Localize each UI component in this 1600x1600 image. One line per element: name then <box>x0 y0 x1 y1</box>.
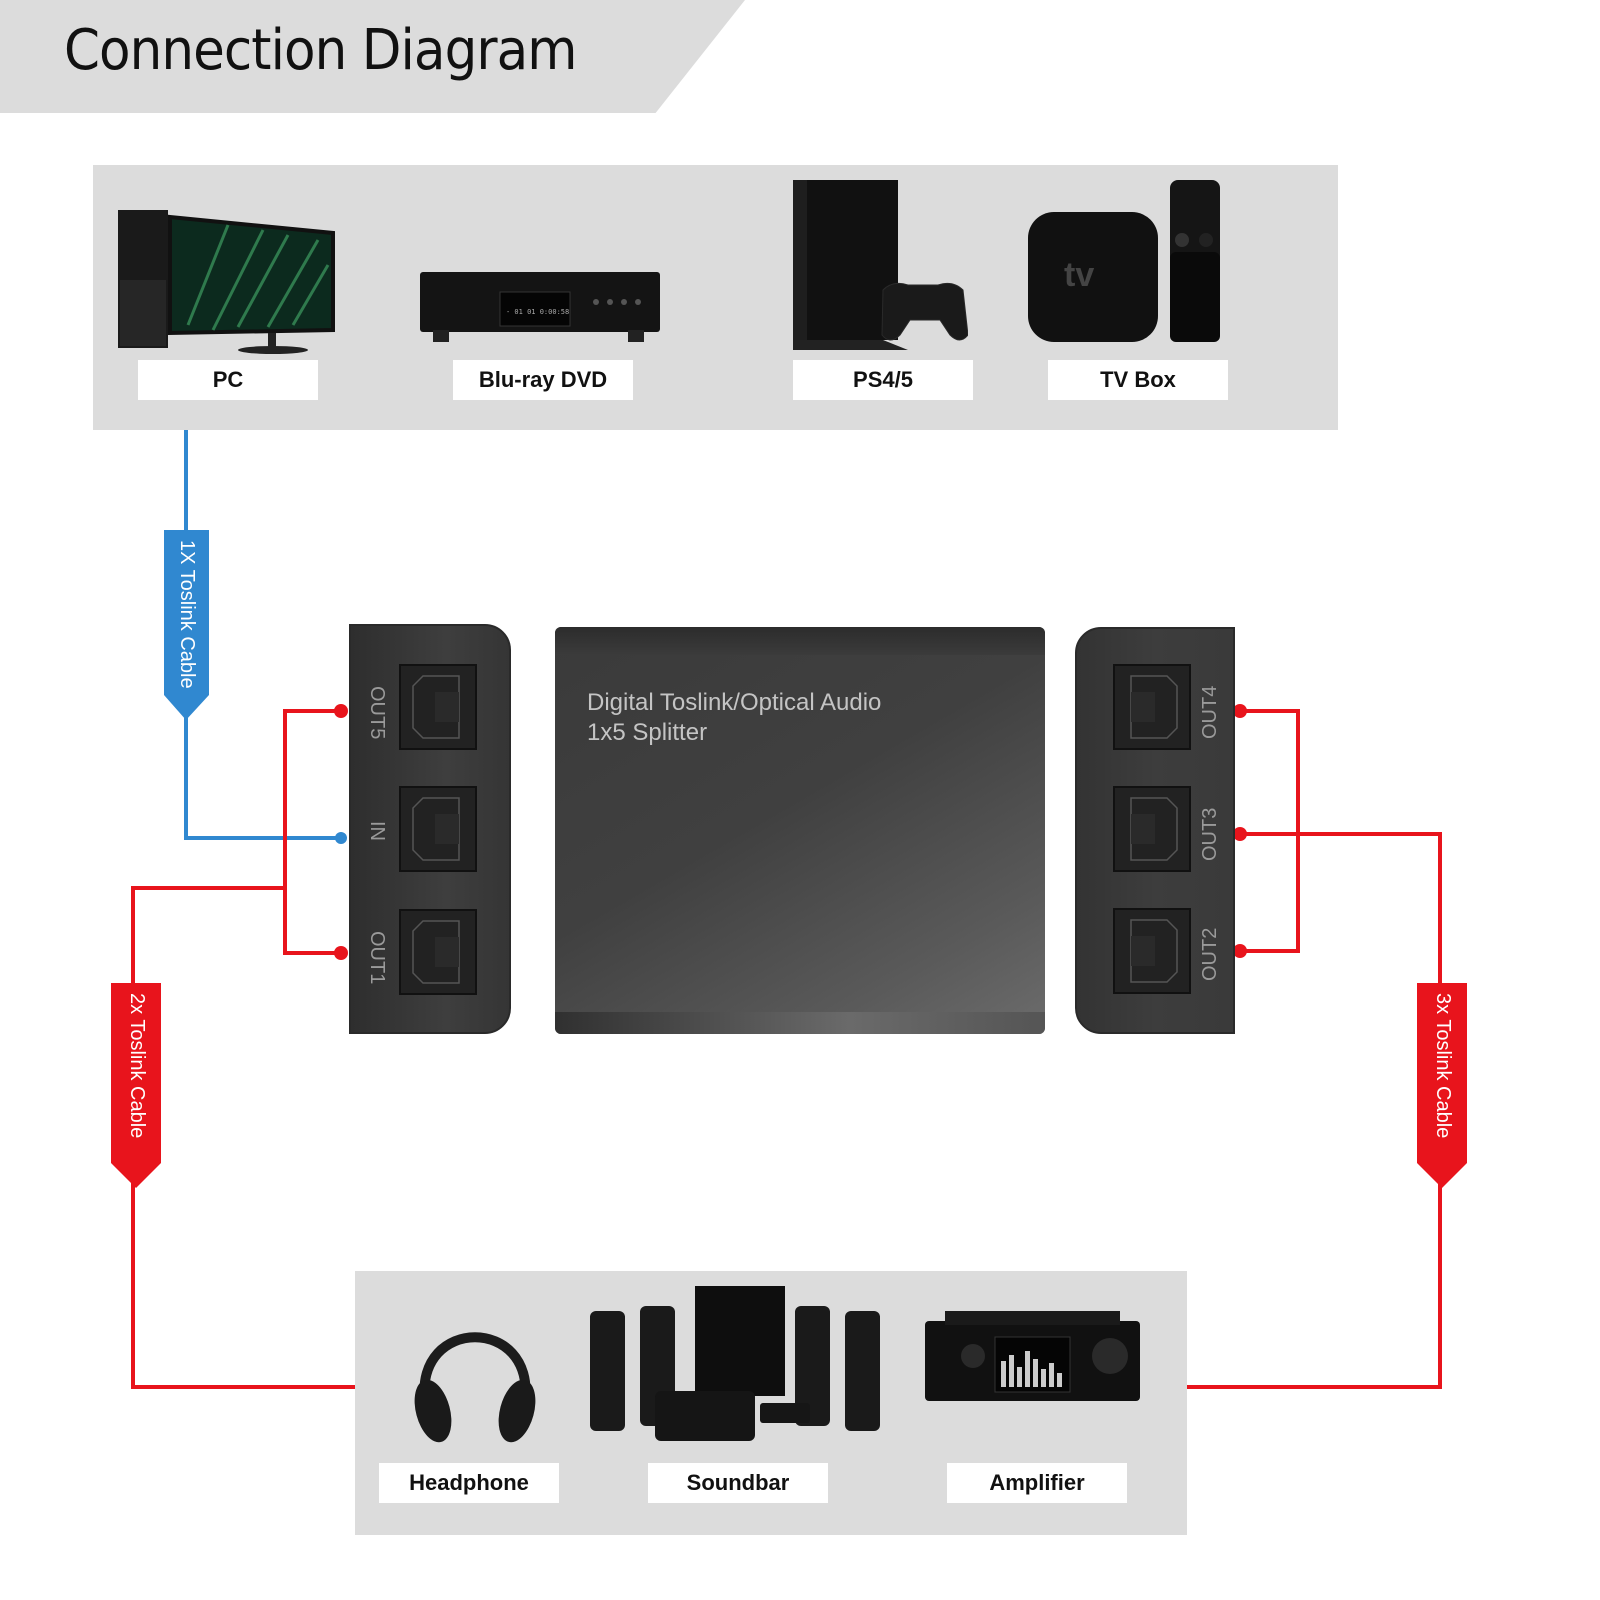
out3-connector <box>1233 827 1247 841</box>
amplifier-icon <box>925 1311 1140 1401</box>
splitter-main-body: Digital Toslink/Optical Audio 1x5 Splitt… <box>555 627 1045 1034</box>
port-out1[interactable] <box>399 909 477 995</box>
port-out3[interactable] <box>1113 786 1191 872</box>
game-console-icon <box>793 180 968 350</box>
port-label-out1: OUT1 <box>366 931 388 985</box>
input-cable-label: 1X Toslink Cable <box>176 540 198 689</box>
svg-text:- 01 01 0:00:58: - 01 01 0:00:58 <box>506 308 569 316</box>
body-bottom-edge <box>555 1012 1045 1034</box>
port-out4[interactable] <box>1113 664 1191 750</box>
output-label-headphone: Headphone <box>379 1463 559 1503</box>
out2-connector <box>1233 944 1247 958</box>
body-top-edge <box>555 627 1045 655</box>
left-output-cable-line <box>131 886 355 1389</box>
port-label-out2: OUT2 <box>1199 927 1221 981</box>
output-devices-panel: Headphone Soundbar Amplifier <box>355 1271 1187 1535</box>
input-cable-tag: 1X Toslink Cable <box>164 530 209 720</box>
speaker-system-icon <box>590 1286 880 1441</box>
splitter-left-side: OUT5 IN OUT1 <box>349 624 511 1034</box>
splitter-title: Digital Toslink/Optical Audio 1x5 Splitt… <box>587 688 881 748</box>
right-output-cable-tag: 3x Toslink Cable <box>1417 983 1467 1188</box>
left-output-cable-label: 2x Toslink Cable <box>126 993 148 1139</box>
right-output-cable-bracket <box>1240 709 1300 953</box>
out5-connector <box>334 704 348 718</box>
port-label-out3: OUT3 <box>1199 807 1221 861</box>
splitter-right-side: OUT4 OUT3 OUT2 <box>1075 627 1235 1034</box>
tv-box-icon: tv <box>1028 180 1220 342</box>
headphone-icon <box>414 1332 536 1443</box>
left-output-cable-tag: 2x Toslink Cable <box>111 983 161 1188</box>
page-title: Connection Diagram <box>64 18 577 83</box>
splitter-title-line1: Digital Toslink/Optical Audio <box>587 689 882 716</box>
source-label-ps: PS4/5 <box>793 360 973 400</box>
port-label-out4: OUT4 <box>1199 685 1221 739</box>
port-label-out5: OUT5 <box>366 686 388 740</box>
port-out5[interactable] <box>399 664 477 750</box>
bluray-player-icon: - 01 01 0:00:58 <box>420 272 660 342</box>
port-in[interactable] <box>399 786 477 872</box>
left-output-cable-bracket <box>283 709 341 955</box>
splitter-title-line2: 1x5 Splitter <box>587 719 708 746</box>
port-out2[interactable] <box>1113 908 1191 994</box>
source-label-bluray: Blu-ray DVD <box>453 360 633 400</box>
in-port-connector <box>335 832 347 844</box>
out1-connector <box>334 946 348 960</box>
right-output-cable-label: 3x Toslink Cable <box>1432 993 1454 1139</box>
output-label-soundbar: Soundbar <box>648 1463 828 1503</box>
input-cable-line <box>184 430 341 840</box>
pc-monitor-icon <box>118 210 335 354</box>
source-label-pc: PC <box>138 360 318 400</box>
svg-text:tv: tv <box>1064 256 1094 294</box>
port-label-in: IN <box>366 821 388 841</box>
source-label-tvbox: TV Box <box>1048 360 1228 400</box>
source-devices-panel: - 01 01 0:00:58 tv PC Blu-ray DVD PS4/5 … <box>93 165 1338 430</box>
output-label-amplifier: Amplifier <box>947 1463 1127 1503</box>
out4-connector <box>1233 704 1247 718</box>
title-banner <box>0 0 745 113</box>
